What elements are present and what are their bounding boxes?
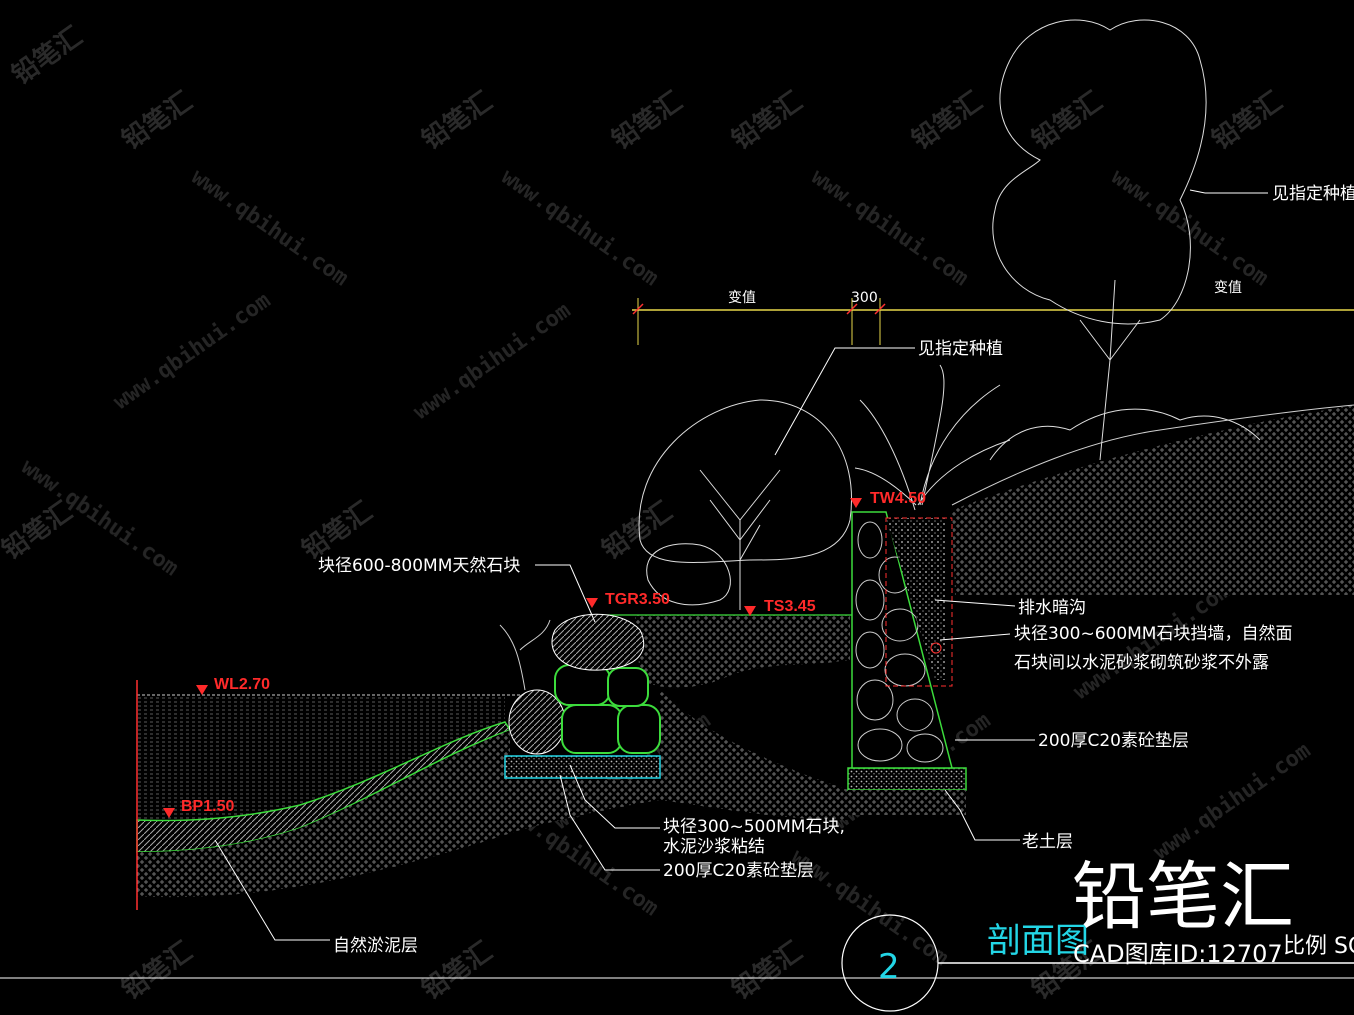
elevation-markers: WL2.70 BP1.50 TGR3.50 TS3.45 TW4.50 [163, 490, 926, 818]
ground-shrubs [989, 408, 1261, 461]
watermark-brand: 铅笔汇 [116, 936, 198, 1006]
label-planting-top: 见指定种植 [1272, 184, 1354, 204]
label-natural-stone: 块径600-800MM天然石块 [318, 556, 520, 576]
annotation-labels: 见指定种植 见指定种植 块径600-800MM天然石块 排水暗沟 块径300~6… [318, 184, 1354, 956]
cad-id-label: CAD图库ID:12707 [1073, 940, 1283, 968]
label-wall-line1: 块径300~600MM石块挡墙，自然面 [1014, 624, 1292, 644]
upper-ground [951, 404, 1354, 595]
dimension-middle: 300 [851, 290, 878, 306]
shrub-plant [854, 364, 1011, 511]
elevation-bp: BP1.50 [181, 798, 234, 815]
elevation-tw: TW4.50 [870, 490, 926, 507]
watermark-brand: 铅笔汇 [726, 86, 808, 156]
retaining-wall [847, 511, 967, 815]
pond-section [136, 680, 660, 910]
tall-tree [992, 19, 1207, 461]
label-stone-base: 200厚C20素砼垫层 [663, 861, 814, 881]
dimension-left: 变值 [728, 290, 756, 306]
watermark-url: www.qbihui.com [1149, 738, 1315, 865]
watermark-url: www.qbihui.com [187, 164, 353, 291]
label-stone-line1: 块径300~500MM石块, [663, 817, 845, 837]
elevation-ts: TS3.45 [764, 598, 816, 615]
label-silt: 自然淤泥层 [333, 936, 418, 956]
label-stone-line2: 水泥沙浆粘结 [663, 837, 765, 857]
label-drain: 排水暗沟 [1018, 598, 1086, 618]
dimension-right: 变值 [1214, 280, 1242, 296]
watermark-url: www.qbihui.com [1107, 164, 1273, 291]
watermark-url: www.qbihui.com [109, 288, 275, 415]
title-block: 2 剖面图 比例 SC 铅笔汇 CAD图库ID:12707 [0, 854, 1354, 1012]
watermark-brand: 铅笔汇 [726, 936, 808, 1006]
round-tree [638, 399, 852, 610]
rock-edge [499, 613, 661, 779]
leader-lines [214, 189, 1268, 941]
middle-ground [600, 614, 852, 820]
label-wall-line2: 石块间以水泥砂浆砌筑砂浆不外露 [1014, 653, 1269, 673]
label-wall-base: 200厚C20素砼垫层 [1038, 731, 1189, 751]
watermark-brand: 铅笔汇 [416, 936, 498, 1006]
scale-label: 比例 SC [1283, 934, 1354, 959]
elevation-wl: WL2.70 [214, 676, 270, 693]
watermark-brand: 铅笔汇 [1026, 86, 1108, 156]
watermark-brand: 铅笔汇 [6, 21, 88, 91]
watermark-brand: 铅笔汇 [416, 86, 498, 156]
watermark-url: www.qbihui.com [409, 298, 575, 425]
elevation-tgr: TGR3.50 [605, 591, 670, 608]
dimension-line: 变值 300 变值 [632, 280, 1354, 345]
watermark-url: www.qbihui.com [497, 164, 663, 291]
brand-logo-text: 铅笔汇 [1072, 854, 1294, 940]
label-planting-mid: 见指定种植 [918, 339, 1003, 359]
watermark-brand: 铅笔汇 [1206, 86, 1288, 156]
watermark-brand: 铅笔汇 [906, 86, 988, 156]
watermark-brand: 铅笔汇 [596, 496, 678, 566]
section-number: 2 [878, 947, 900, 987]
watermark-brand: 铅笔汇 [606, 86, 688, 156]
watermark-url: www.qbihui.com [807, 164, 973, 291]
watermark-brand: 铅笔汇 [116, 86, 198, 156]
label-subsoil: 老土层 [1022, 832, 1073, 852]
section-title: 剖面图 [987, 921, 1089, 961]
